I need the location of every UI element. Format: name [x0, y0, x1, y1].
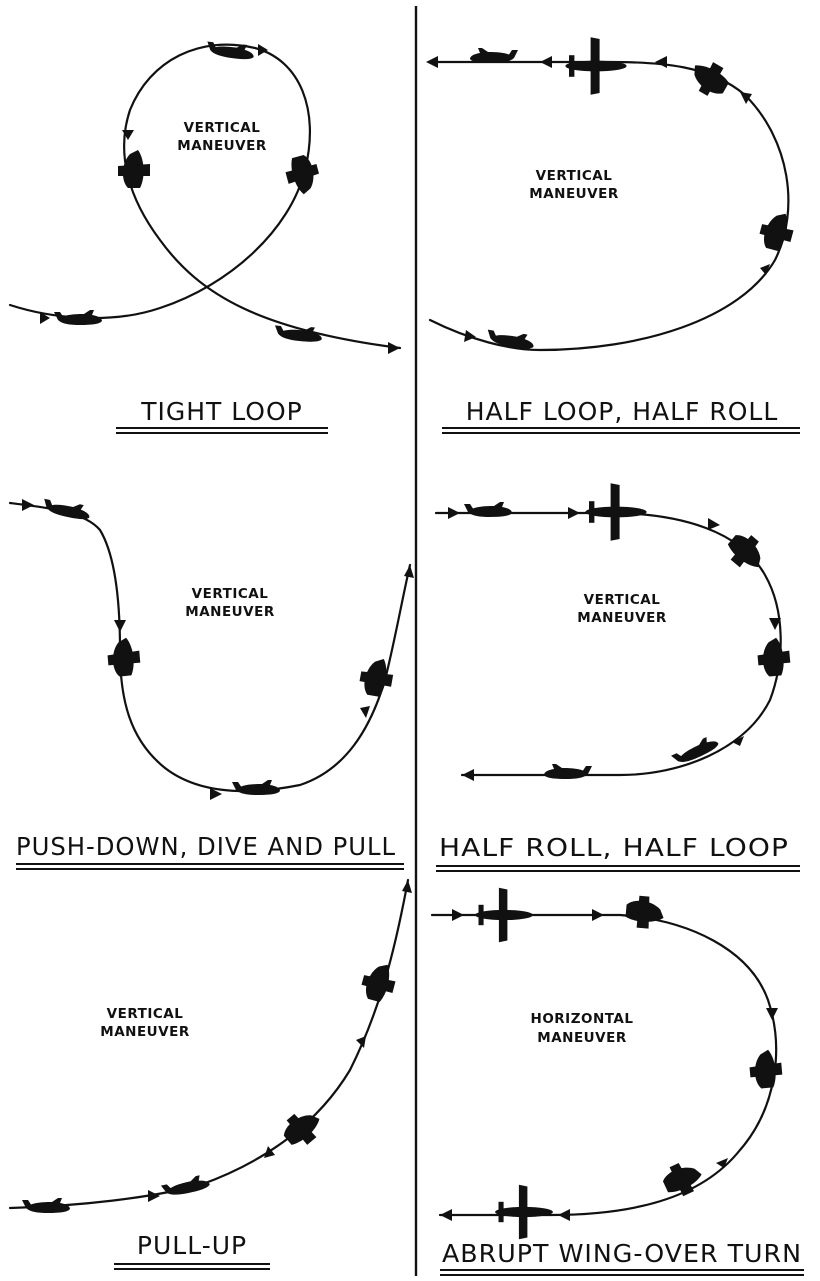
direction-arrow-icon [655, 56, 667, 68]
wing-over-label-2: MANEUVER [537, 1030, 627, 1046]
direction-arrow-icon [440, 1209, 452, 1221]
plane-side-icon [624, 894, 666, 930]
plane-side-icon [205, 39, 256, 62]
plane-side-icon [721, 527, 772, 577]
plane-side-icon [470, 48, 518, 63]
direction-arrow-icon [114, 620, 126, 632]
tight-loop-path [8, 43, 402, 350]
plane-side-icon [658, 1156, 707, 1202]
plane-top-icon [585, 483, 647, 541]
half-roll-title: HALF ROLL, HALF LOOP [439, 833, 789, 862]
direction-arrow-icon [426, 56, 438, 68]
push-down-title: PUSH-DOWN, DIVE AND PULL [16, 832, 396, 861]
plane-top-icon [475, 887, 533, 943]
plane-side-icon [684, 55, 734, 102]
plane-top-icon [565, 37, 627, 95]
plane-side-icon [232, 780, 280, 795]
plane-side-icon [756, 208, 798, 254]
half-loop-half-roll-title: HALF LOOP, HALF ROLL [466, 397, 779, 426]
direction-arrow-icon [404, 565, 414, 578]
direction-arrow-icon [708, 518, 720, 530]
plane-side-icon [54, 310, 102, 325]
plane-side-icon [756, 636, 792, 678]
direction-arrow-icon [732, 736, 744, 746]
plane-side-icon [464, 502, 512, 517]
direction-arrow-icon [40, 312, 50, 324]
push-down-dive-pull-path [8, 501, 412, 793]
half-loop-half-roll-path [428, 60, 790, 352]
pull-up-label-2: MANEUVER [100, 1024, 190, 1040]
pull-up-path [8, 878, 410, 1210]
direction-arrow-icon [356, 1036, 366, 1048]
direction-arrow-icon [769, 618, 781, 630]
plane-side-icon [118, 150, 150, 188]
push-down-label-2: MANEUVER [185, 604, 275, 620]
direction-arrow-icon [264, 1146, 275, 1158]
panel-half-loop-half-roll: VERTICAL MANEUVER HALF LOOP, HALF ROLL [426, 37, 800, 434]
plane-side-icon [106, 636, 142, 678]
half-roll-label-2: MANEUVER [577, 610, 667, 626]
tight-loop-title: TIGHT LOOP [140, 397, 303, 426]
half-roll-label-1: VERTICAL [584, 592, 661, 608]
direction-arrow-icon [464, 330, 476, 342]
plane-side-icon [273, 323, 323, 344]
half-loop-half-roll-label-1: VERTICAL [536, 168, 613, 184]
direction-arrow-icon [22, 499, 34, 511]
direction-arrow-icon [766, 1008, 778, 1020]
panel-half-roll-half-loop: VERTICAL MANEUVER HALF ROLL, HALF LOOP [434, 483, 800, 872]
direction-arrow-icon [716, 1158, 728, 1168]
direction-arrow-icon [592, 909, 604, 921]
direction-arrow-icon [558, 1209, 570, 1221]
wing-over-path [430, 913, 778, 1217]
panel-push-down-dive-pull: VERTICAL MANEUVER PUSH-DOWN, DIVE AND PU… [8, 496, 414, 870]
plane-side-icon [160, 1173, 211, 1199]
direction-arrow-icon [402, 880, 412, 893]
half-roll-half-loop-path [434, 511, 782, 777]
panel-pull-up: VERTICAL MANEUVER PULL-UP [8, 878, 412, 1270]
plane-top-icon [495, 1184, 553, 1240]
panel-tight-loop: VERTICAL MANEUVER TIGHT LOOP [8, 39, 402, 434]
direction-arrow-icon [540, 56, 552, 68]
tight-loop-label-1: VERTICAL [184, 120, 261, 136]
direction-arrow-icon [448, 507, 460, 519]
direction-arrow-icon [452, 909, 464, 921]
pull-up-title: PULL-UP [137, 1231, 247, 1260]
plane-side-icon [282, 152, 324, 198]
wing-over-label-1: HORIZONTAL [531, 1011, 634, 1027]
pull-up-label-1: VERTICAL [107, 1006, 184, 1022]
direction-arrow-icon [148, 1190, 160, 1202]
direction-arrow-icon [462, 769, 474, 781]
direction-arrow-icon [210, 788, 222, 800]
plane-side-icon [358, 959, 400, 1005]
direction-arrow-icon [568, 507, 580, 519]
direction-arrow-icon [388, 342, 400, 354]
direction-arrow-icon [760, 264, 770, 275]
direction-arrow-icon [122, 130, 134, 140]
half-loop-half-roll-label-2: MANEUVER [529, 186, 619, 202]
direction-arrow-icon [258, 44, 268, 56]
plane-side-icon [41, 496, 92, 522]
direction-arrow-icon [360, 706, 370, 718]
direction-arrow-icon [740, 92, 752, 104]
wing-over-title: ABRUPT WING-OVER TURN [442, 1239, 802, 1268]
plane-side-icon [544, 764, 592, 779]
plane-side-icon [748, 1048, 784, 1090]
plane-side-icon [22, 1198, 70, 1213]
push-down-label-1: VERTICAL [192, 586, 269, 602]
panel-abrupt-wing-over-turn: HORIZONTAL MANEUVER ABRUPT WING-OVER TUR… [430, 887, 804, 1276]
tight-loop-label-2: MANEUVER [177, 138, 267, 154]
